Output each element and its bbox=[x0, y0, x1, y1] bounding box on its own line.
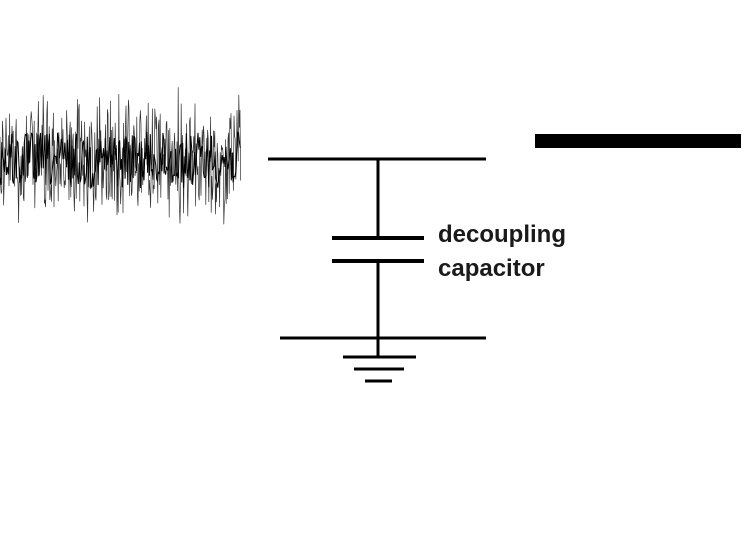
clean-signal-bar-icon bbox=[535, 134, 741, 148]
capacitor-symbol-icon bbox=[332, 236, 424, 263]
ground-icon bbox=[343, 355, 416, 383]
noise-core-trace bbox=[0, 131, 241, 190]
noise-trace bbox=[0, 87, 241, 225]
capacitor-label-line1: decoupling bbox=[438, 221, 566, 248]
noisy-signal-waveform-icon bbox=[0, 87, 241, 225]
capacitor-label-line2: capacitor bbox=[438, 255, 545, 282]
